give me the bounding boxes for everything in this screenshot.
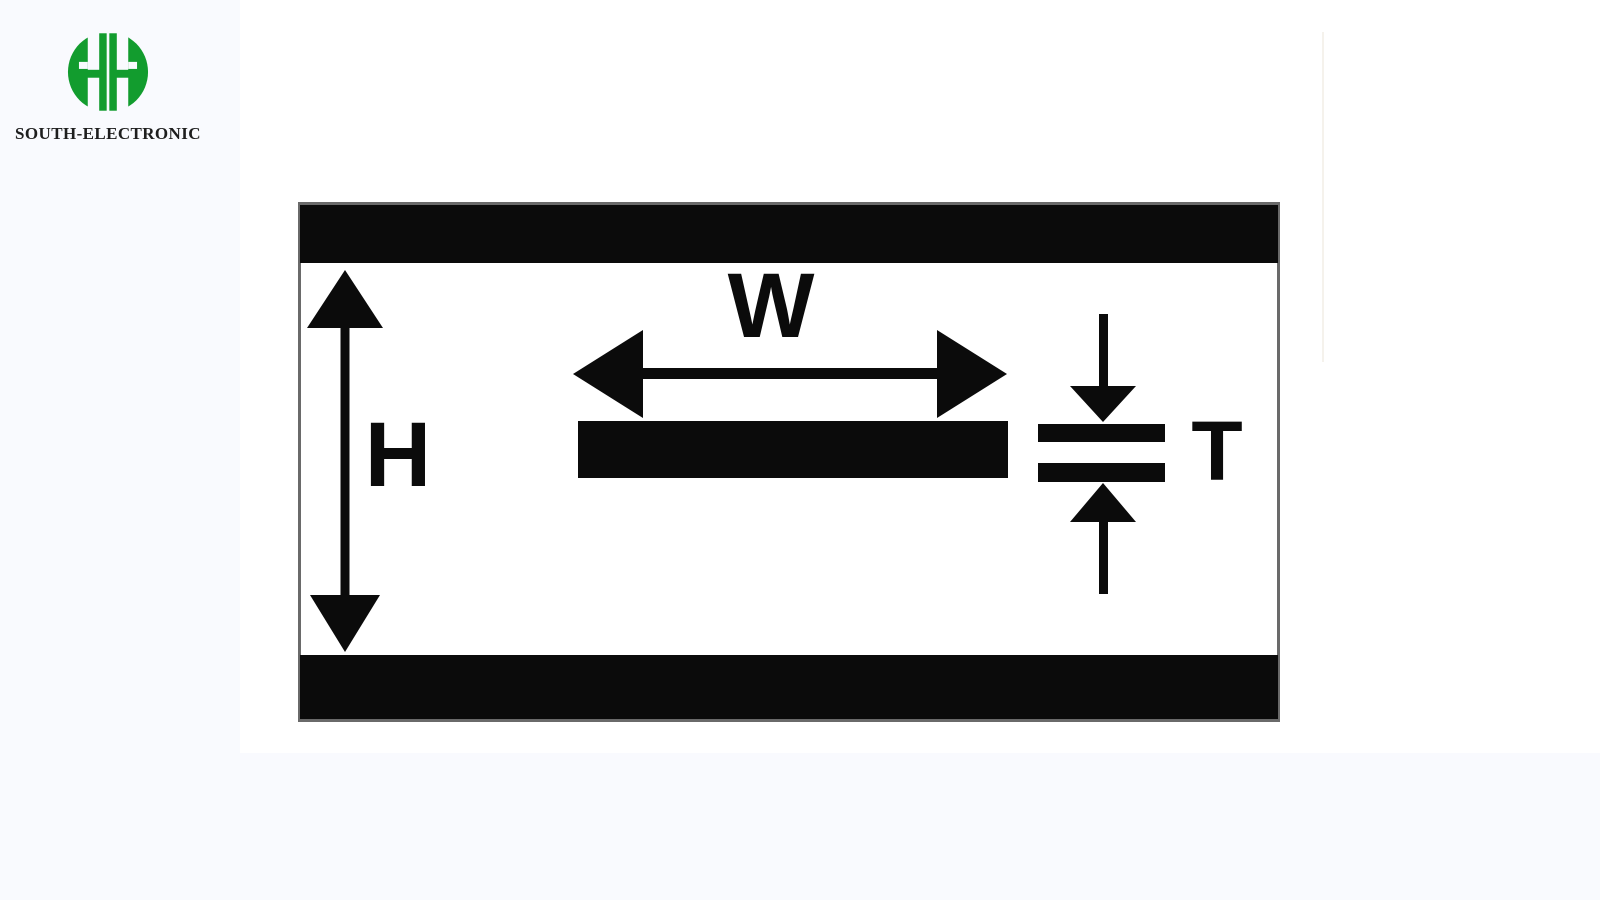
stripline-cross-section-diagram: H W T [298, 202, 1280, 722]
height-label: H [365, 404, 431, 506]
left-background-panel [0, 0, 240, 753]
thickness-indicator [1038, 314, 1165, 594]
signal-trace [578, 421, 1008, 478]
thickness-label: T [1191, 404, 1242, 498]
brand-logo: SOUTH-ELECTRONIC [9, 26, 207, 144]
brand-name: SOUTH-ELECTRONIC [15, 124, 201, 143]
ground-plane-bottom [300, 655, 1278, 719]
bottom-background-panel [0, 753, 1600, 900]
width-arrow [573, 330, 1007, 418]
ground-plane-top [300, 205, 1278, 263]
height-arrow [307, 270, 383, 652]
width-label: W [728, 255, 815, 357]
image-edge-line [1322, 32, 1324, 362]
south-electronic-logo-icon [67, 31, 149, 113]
